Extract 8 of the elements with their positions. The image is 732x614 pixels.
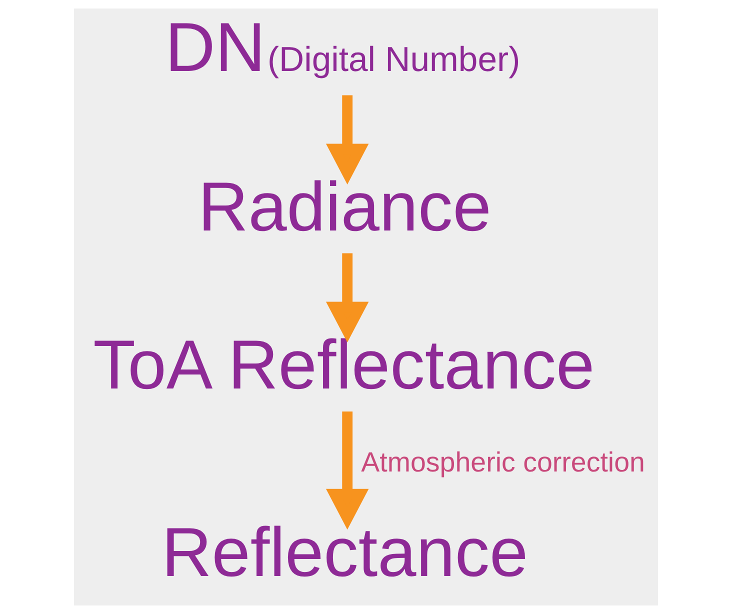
edge-label: Atmospheric correction	[361, 446, 645, 478]
arrow	[326, 253, 369, 342]
node-text: ToA Reflectance	[93, 326, 595, 404]
arrow	[326, 412, 369, 530]
node-text: DN(Digital Number)	[165, 8, 520, 86]
node-text: Reflectance	[162, 513, 528, 592]
node-text: Radiance	[198, 168, 492, 246]
arrow	[326, 95, 369, 184]
